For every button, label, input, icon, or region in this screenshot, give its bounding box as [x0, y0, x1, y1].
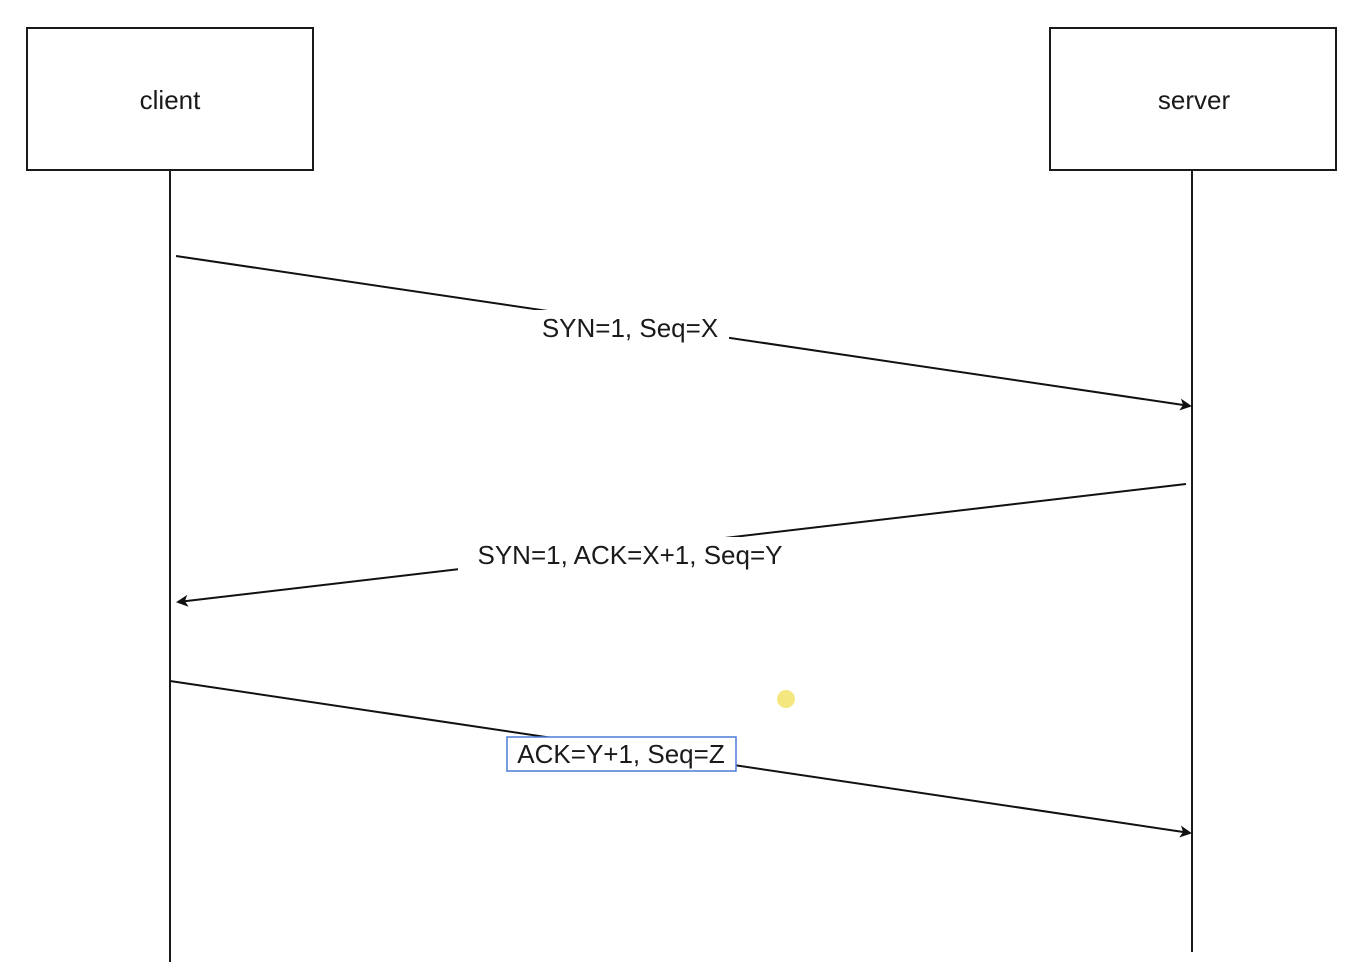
participant-client[interactable]: client [26, 27, 314, 171]
message-ack[interactable]: ACK=Y+1, Seq=Z [169, 680, 1192, 838]
message-syn-ack-label-bg [458, 537, 802, 573]
message-ack-label[interactable]: ACK=Y+1, Seq=Z [517, 739, 725, 769]
message-syn-ack-label[interactable]: SYN=1, ACK=X+1, Seq=Y [478, 540, 783, 570]
client-label: client [140, 85, 201, 115]
message-ack-label-selection[interactable] [506, 736, 737, 772]
message-syn-label[interactable]: SYN=1, Seq=X [542, 313, 718, 343]
participant-server[interactable]: server [1049, 27, 1337, 171]
server-box[interactable] [1049, 27, 1337, 171]
server-label: server [1158, 85, 1231, 115]
message-syn[interactable]: SYN=1, Seq=X [175, 255, 1192, 411]
message-syn-label-bg [531, 310, 729, 346]
message-syn-ack[interactable]: SYN=1, ACK=X+1, Seq=Y [176, 483, 1187, 607]
pointer-highlight-icon [777, 690, 795, 708]
client-box[interactable] [26, 27, 314, 171]
